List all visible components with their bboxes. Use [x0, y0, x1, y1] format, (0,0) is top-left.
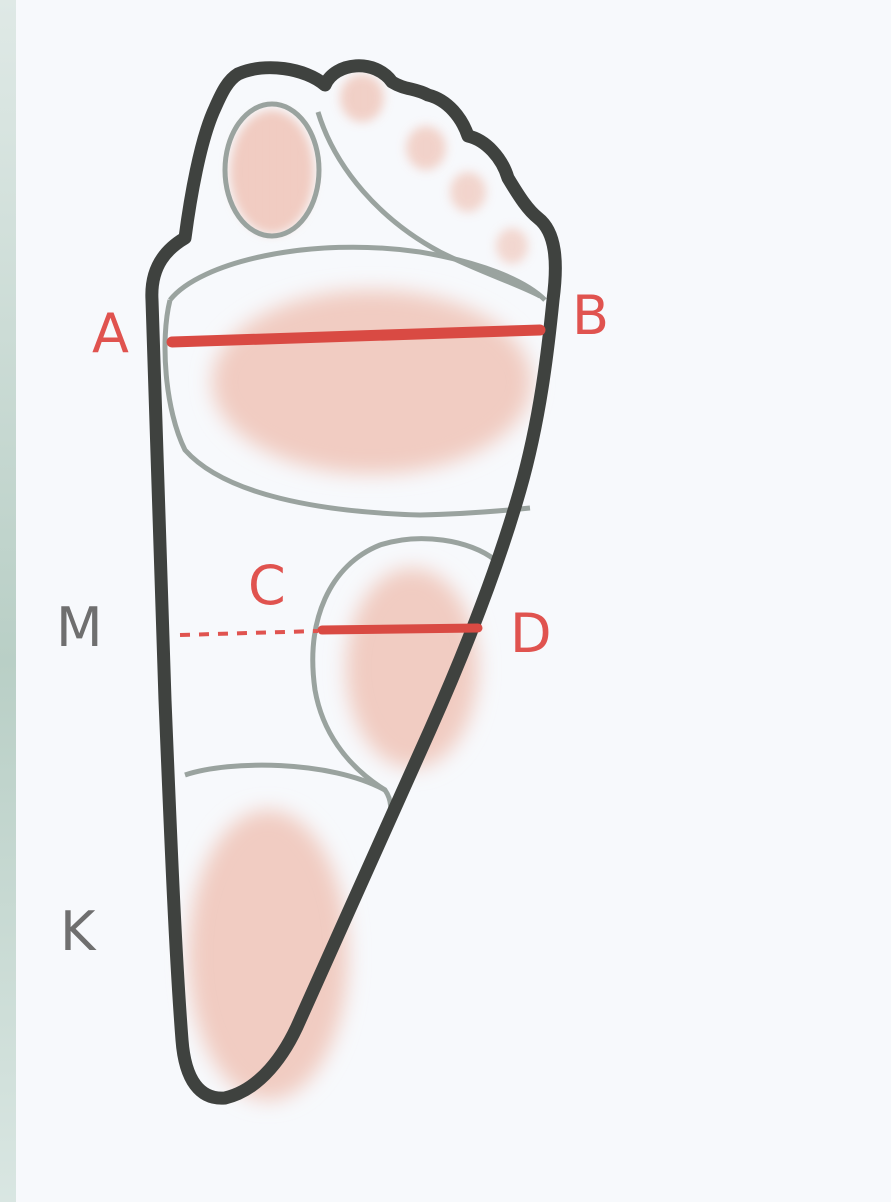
label-d: D: [510, 602, 552, 665]
label-a: A: [92, 302, 129, 365]
label-c: C: [248, 554, 286, 617]
dashed-line-m: [180, 631, 318, 635]
label-k: K: [60, 900, 97, 963]
small-toe-shading-2: [406, 126, 446, 170]
big-toe-shading: [230, 110, 314, 234]
small-toe-shading-1: [340, 74, 384, 122]
forefoot-shading: [212, 290, 532, 474]
label-b: B: [572, 284, 609, 347]
shaded-regions: [188, 74, 532, 1100]
small-toe-shading-4: [496, 228, 528, 264]
label-m: M: [56, 596, 103, 659]
line-c-d: [322, 628, 478, 630]
small-toe-shading-3: [450, 172, 486, 212]
